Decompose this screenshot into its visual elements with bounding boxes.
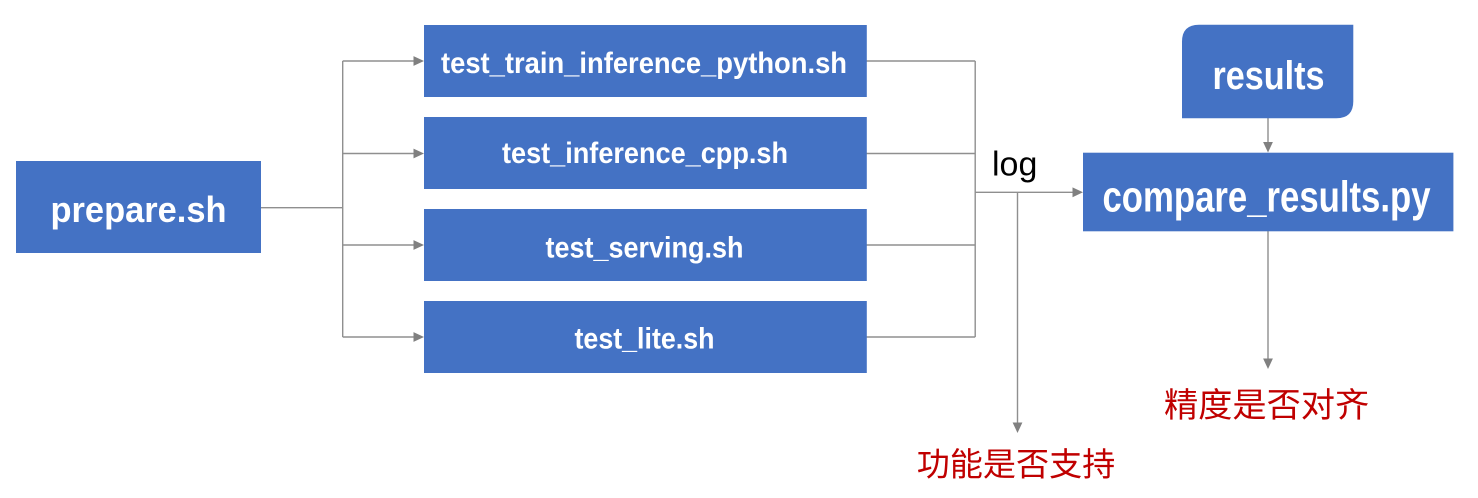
svg-text:log: log: [992, 146, 1037, 184]
svg-text:test_lite.sh: test_lite.sh: [575, 323, 715, 356]
svg-text:results: results: [1213, 54, 1325, 98]
svg-text:prepare.sh: prepare.sh: [51, 189, 227, 230]
svg-text:test_inference_cpp.sh: test_inference_cpp.sh: [502, 137, 788, 170]
svg-text:test_serving.sh: test_serving.sh: [546, 232, 744, 265]
svg-text:compare_results.py: compare_results.py: [1103, 173, 1431, 222]
svg-text:test_train_inference_python.sh: test_train_inference_python.sh: [441, 47, 847, 80]
